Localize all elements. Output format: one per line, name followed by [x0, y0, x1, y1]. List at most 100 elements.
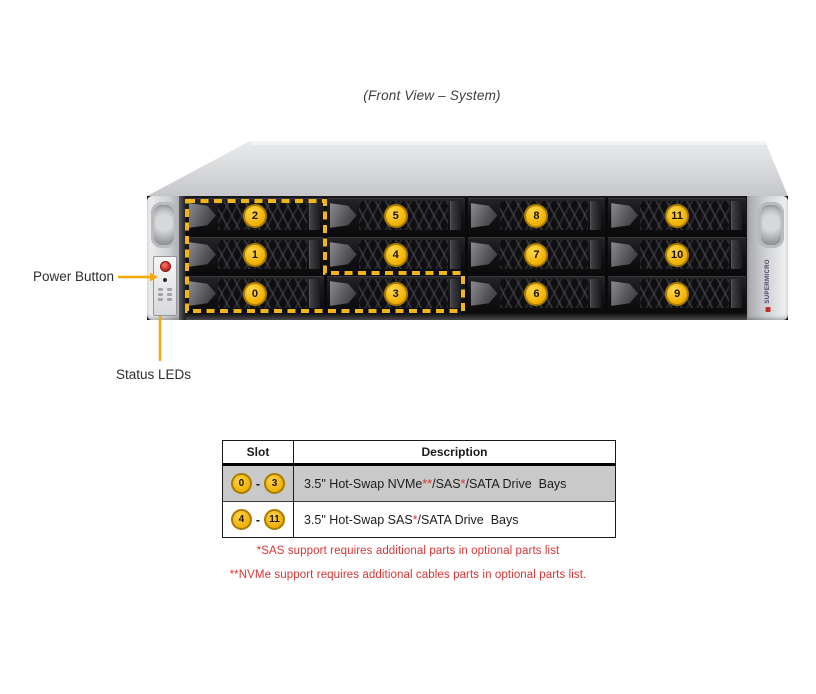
description-cell: 3.5" Hot-Swap NVMe**/SAS*/SATA Drive Bay…: [293, 464, 616, 502]
led-icon: [167, 293, 172, 296]
bay-number-badge: 4: [383, 243, 408, 267]
server-front-view: 2 5 8 11 1 4 7 10 0 3 6 9: [147, 133, 788, 325]
tray-latch: [470, 242, 498, 267]
tray-latch: [189, 203, 216, 228]
tray-handle: [731, 240, 742, 269]
description-cell: 3.5" Hot-Swap SAS*/SATA Drive Bays: [293, 501, 616, 538]
table-header-description: Description: [293, 440, 616, 466]
tray-latch: [329, 242, 357, 267]
table-row: 0 - 3 3.5" Hot-Swap NVMe**/SAS*/SATA Dri…: [222, 464, 616, 502]
table-row: 4 - 11 3.5" Hot-Swap SAS*/SATA Drive Bay…: [222, 501, 616, 538]
bay-number-badge: 11: [665, 204, 690, 228]
rack-ear-left: [147, 196, 186, 320]
range-dash: -: [255, 476, 261, 491]
bay-number-badge: 8: [524, 204, 549, 228]
drive-bay: 5: [326, 198, 465, 234]
drive-bay: 2: [186, 198, 324, 234]
led-icon: [167, 298, 172, 301]
footnote-nvme: **NVMe support requires additional cable…: [229, 569, 587, 581]
tray-handle: [731, 279, 742, 308]
status-leds-label: Status LEDs: [116, 367, 192, 382]
power-button-icon: [159, 261, 171, 272]
chassis-top-edge: [250, 141, 767, 145]
footnote-marker: *: [412, 512, 418, 527]
slot-badge: 11: [264, 509, 286, 530]
tray-handle: [731, 201, 742, 230]
tray-handle: [590, 240, 602, 269]
tray-latch: [611, 203, 639, 228]
table-header-slot: Slot: [222, 440, 294, 466]
reset-button-icon: [163, 278, 167, 282]
bay-number-badge: 9: [665, 282, 690, 306]
drive-bay: 3: [326, 276, 465, 312]
bay-number-badge: 6: [524, 282, 549, 306]
tray-latch: [329, 281, 357, 306]
bay-number-badge: 5: [383, 204, 408, 228]
rack-ear-right: SUPERMICRO: [747, 196, 788, 320]
tray-handle: [590, 279, 602, 308]
footnote-marker: **: [422, 476, 433, 491]
tray-handle: [308, 279, 320, 308]
ear-handle-right: [758, 202, 784, 248]
brand-label: SUPERMICRO: [764, 259, 771, 304]
power-button-label: Power Button: [32, 269, 114, 284]
description-text: 3.5" Hot-Swap NVMe: [304, 476, 423, 491]
tray-handle: [449, 201, 461, 230]
tray-latch: [470, 281, 498, 306]
drive-bay: 6: [467, 276, 606, 312]
slot-badge: 0: [230, 473, 252, 494]
bay-number-badge: 0: [242, 282, 267, 306]
description-text: /SATA Drive Bays: [465, 476, 567, 491]
drive-bay: 9: [608, 276, 746, 312]
tray-handle: [449, 279, 461, 308]
range-dash: -: [255, 512, 261, 527]
footnote-marker: *: [460, 476, 466, 491]
tray-latch: [329, 203, 357, 228]
drive-bay: 4: [326, 237, 465, 273]
bay-number-badge: 10: [665, 243, 690, 267]
slot-table: Slot Description 0 - 3 3.5" Hot-Swap NVM…: [222, 440, 616, 538]
tray-latch: [470, 203, 498, 228]
tray-handle: [308, 240, 320, 269]
bay-number-badge: 3: [383, 282, 408, 306]
ear-handle-left: [151, 202, 177, 248]
figure-title: (Front View – System): [363, 88, 501, 103]
led-icon: [158, 288, 163, 291]
tray-latch: [189, 281, 216, 306]
front-control-panel: [153, 256, 177, 316]
footnote-sas: *SAS support requires additional parts i…: [256, 545, 560, 557]
drive-bay: 7: [467, 237, 606, 273]
tray-handle: [449, 240, 461, 269]
tray-latch: [611, 242, 639, 267]
bay-number-badge: 1: [242, 243, 267, 267]
description-text: /SATA Drive Bays: [417, 512, 519, 527]
tray-latch: [611, 281, 639, 306]
led-icon: [158, 298, 163, 301]
drive-bay: 10: [608, 237, 746, 273]
drive-bay: 8: [467, 198, 606, 234]
chassis-top-panel: [147, 141, 788, 196]
led-icon: [167, 288, 172, 291]
description-text: 3.5" Hot-Swap SAS: [304, 512, 413, 527]
tray-handle: [308, 201, 320, 230]
bay-number-badge: 2: [242, 204, 267, 228]
chassis-bottom-lip: [149, 312, 786, 320]
status-leds-icon: [158, 288, 172, 301]
slot-range-cell: 4 - 11: [222, 501, 294, 538]
drive-bay: 0: [186, 276, 324, 312]
slot-badge: 3: [264, 473, 286, 494]
brand-logo-icon: [765, 307, 770, 312]
led-icon: [158, 293, 163, 296]
slot-badge: 4: [230, 509, 252, 530]
tray-latch: [189, 242, 216, 267]
drive-bay: 1: [186, 237, 324, 273]
drive-bay: 11: [608, 198, 746, 234]
table-header-row: Slot Description: [222, 440, 616, 466]
bay-number-badge: 7: [524, 243, 549, 267]
tray-handle: [590, 201, 602, 230]
slot-range-cell: 0 - 3: [222, 464, 294, 502]
drive-bay-grid: 2 5 8 11 1 4 7 10 0 3 6 9: [186, 198, 746, 312]
description-text: /SAS: [432, 476, 461, 491]
